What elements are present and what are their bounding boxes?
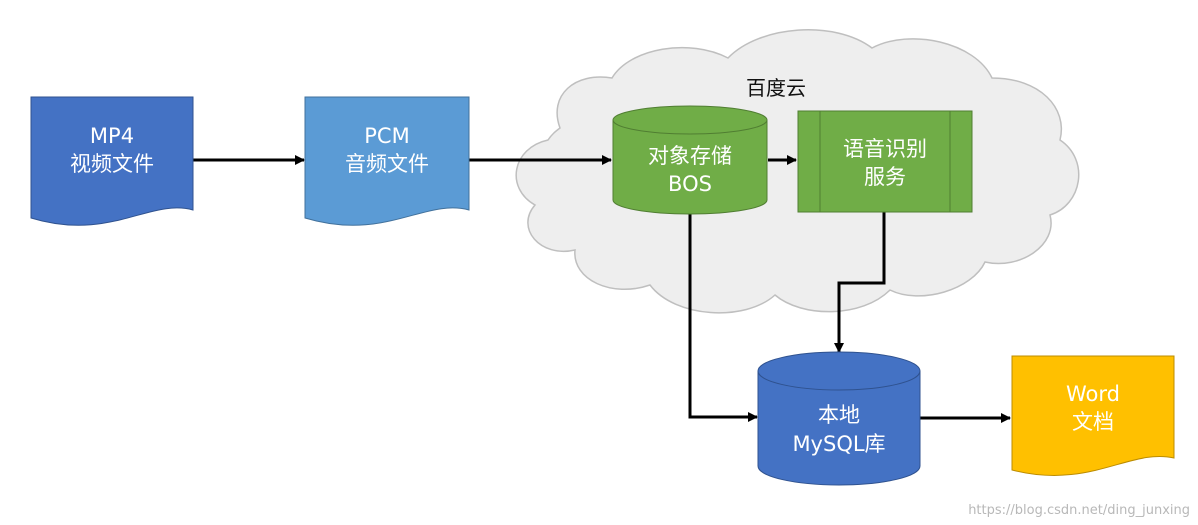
document-shape xyxy=(30,96,194,226)
pcm-label-line2: 音频文件 xyxy=(345,152,429,176)
pcm-label-line1: PCM xyxy=(364,124,409,148)
pcm-audio-file-node: PCM 音频文件 xyxy=(304,96,470,226)
asr-label-line2: 服务 xyxy=(864,165,906,189)
word-document-node: Word 文档 xyxy=(1011,355,1175,476)
cylinder-body xyxy=(612,119,768,215)
document-shape xyxy=(304,96,470,226)
speech-recognition-service-node: 语音识别 服务 xyxy=(797,110,973,213)
word-label-line1: Word xyxy=(1066,382,1120,406)
asr-label-line1: 语音识别 xyxy=(843,137,927,161)
cylinder-top xyxy=(757,351,921,391)
arrow-asr-to-mysql xyxy=(834,212,886,353)
arrow-bos-to-mysql xyxy=(688,214,758,422)
watermark-text: https://blog.csdn.net/ding_junxing xyxy=(968,503,1190,518)
baidu-cloud: 百度云 xyxy=(515,29,1080,314)
mp4-label-line2: 视频文件 xyxy=(70,152,154,176)
cylinder-top xyxy=(612,105,768,135)
word-label-line2: 文档 xyxy=(1072,410,1114,434)
cloud-shape xyxy=(515,29,1080,314)
connectors xyxy=(193,155,1011,423)
bos-object-storage-node: 对象存储 BOS xyxy=(612,105,768,215)
cylinder-body xyxy=(757,370,921,486)
document-shape xyxy=(1011,355,1175,476)
bos-label-line2: BOS xyxy=(668,172,712,196)
cloud-label: 百度云 xyxy=(746,76,806,100)
process-box xyxy=(797,110,973,213)
mp4-label-line1: MP4 xyxy=(90,124,134,148)
mp4-video-file-node: MP4 视频文件 xyxy=(30,96,194,226)
bos-label-line1: 对象存储 xyxy=(648,144,732,168)
mysql-label-line2: MySQL库 xyxy=(792,432,885,456)
mysql-label-line1: 本地 xyxy=(818,403,860,427)
local-mysql-database-node: 本地 MySQL库 xyxy=(757,351,921,486)
